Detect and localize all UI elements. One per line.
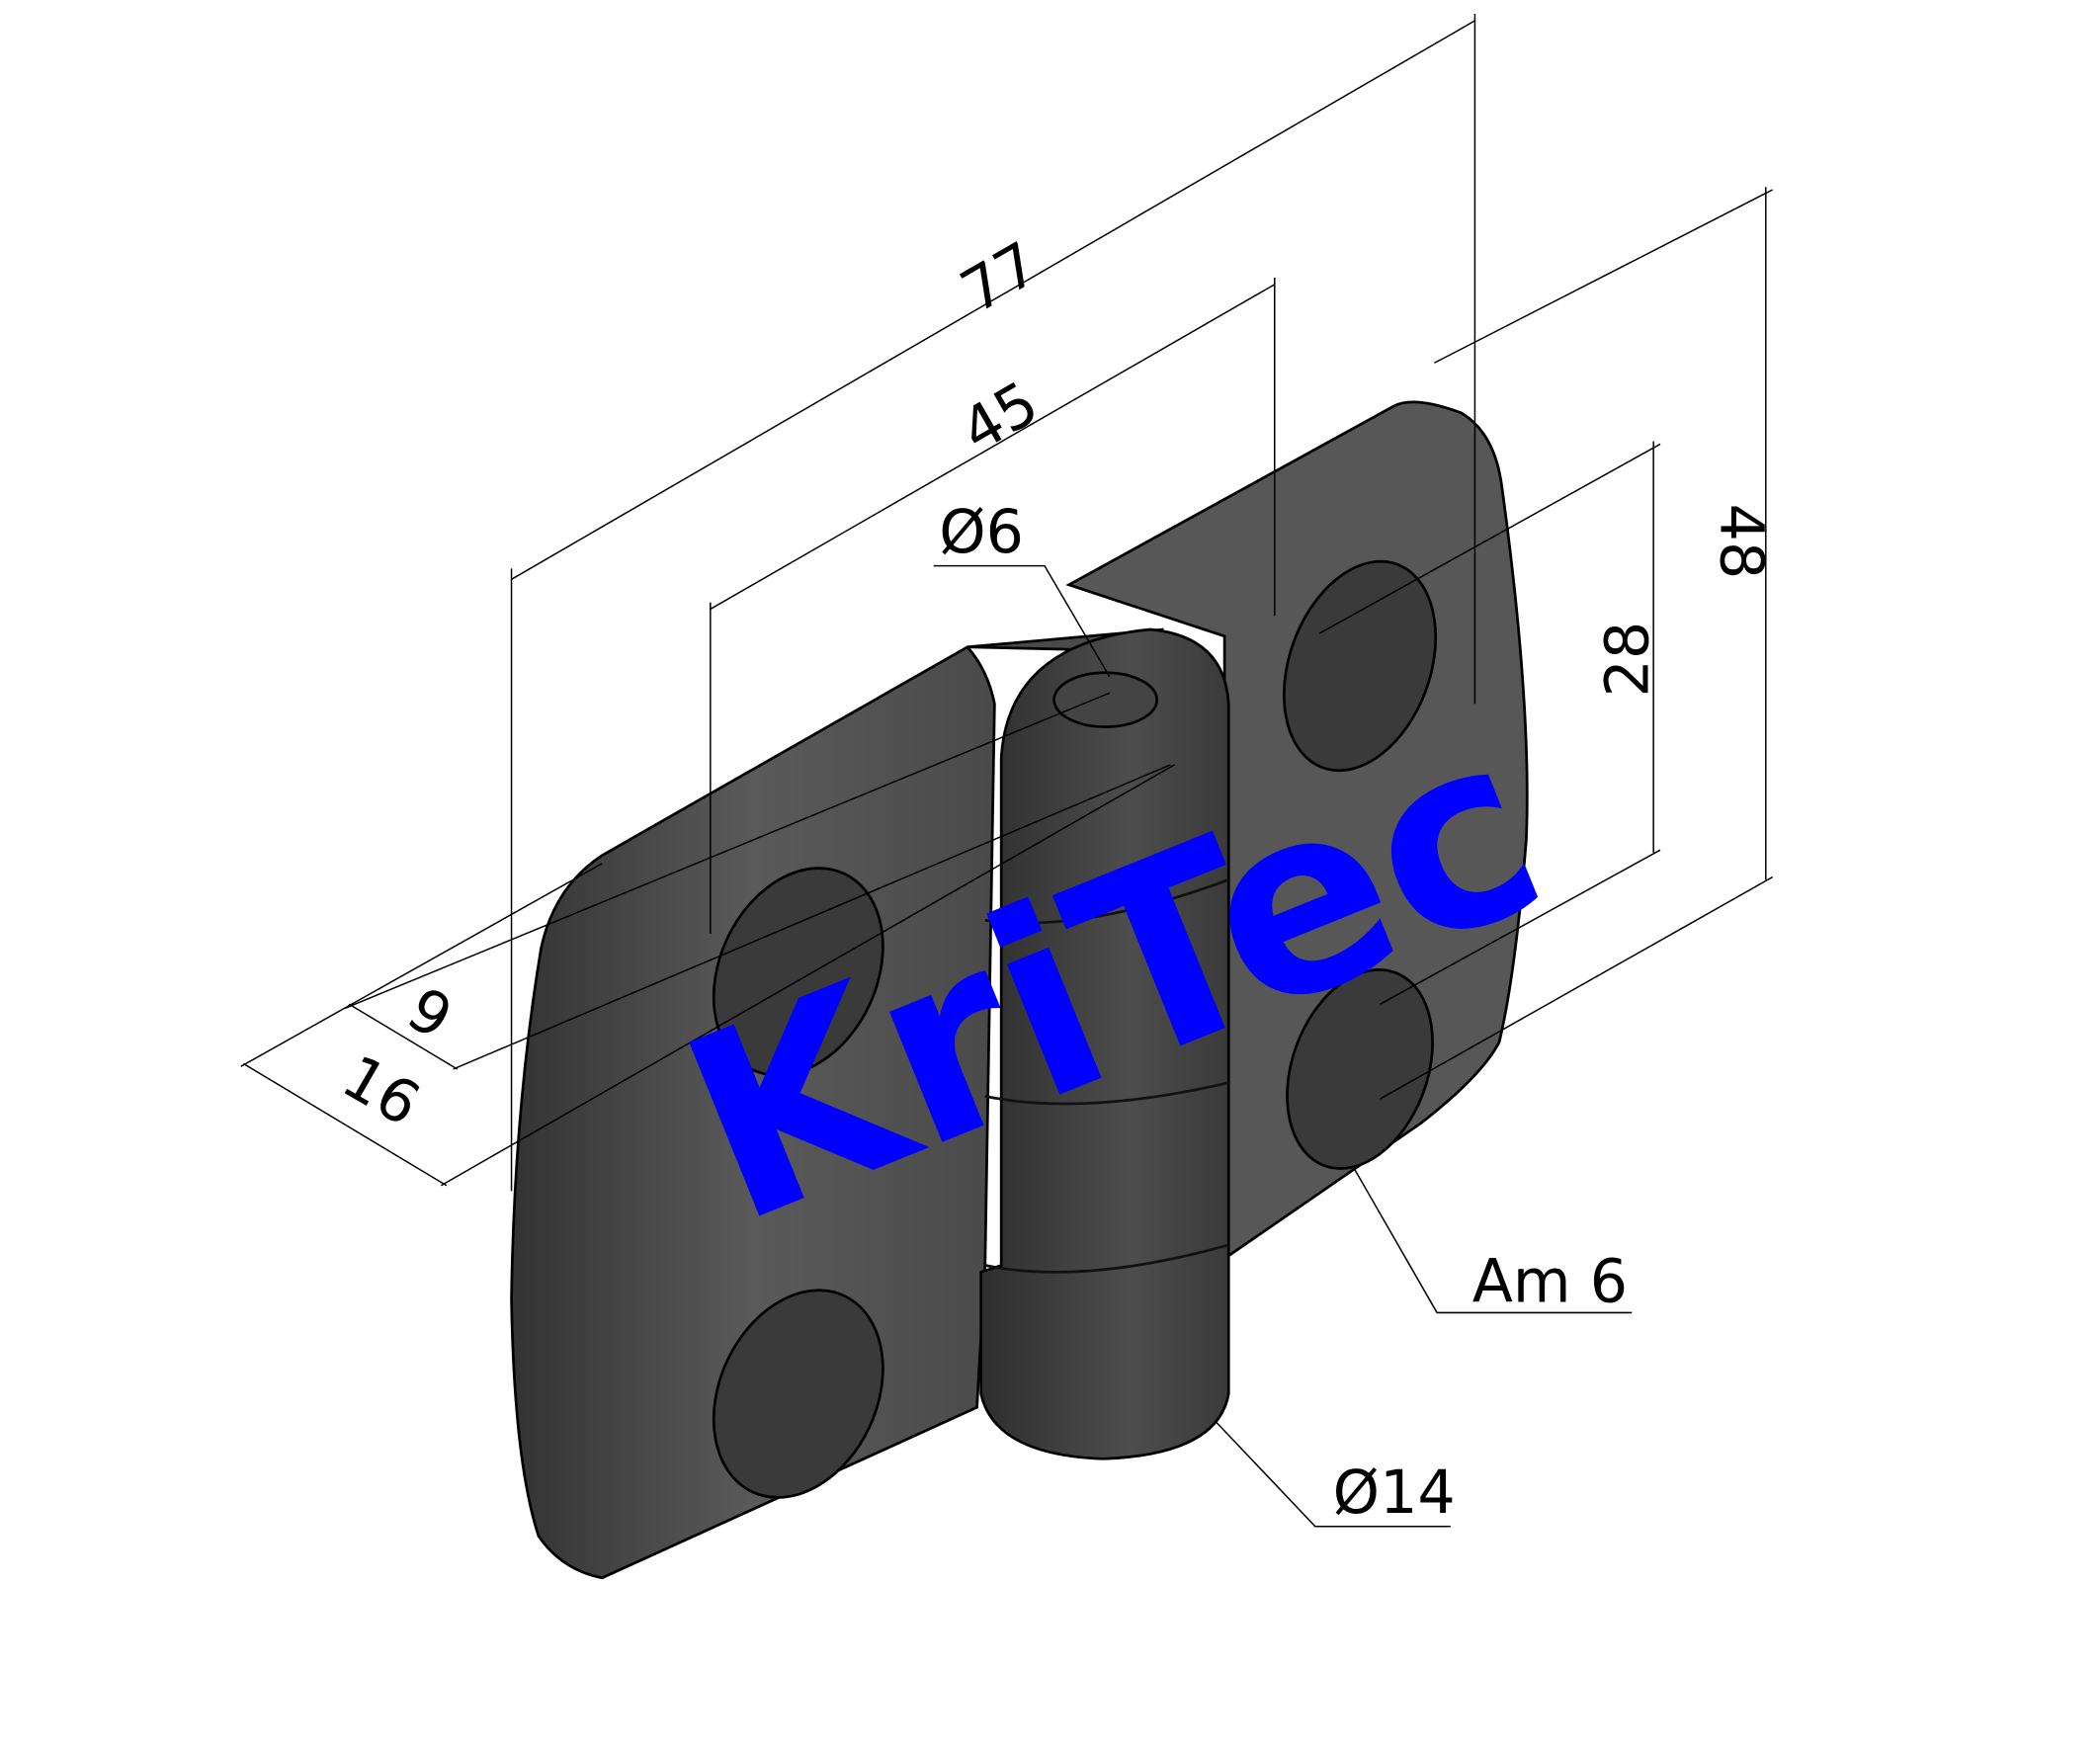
hole-front-bottom: [712, 1289, 884, 1499]
hole-rear-bottom: [1286, 968, 1434, 1170]
dim-45: 45: [950, 369, 1050, 466]
dim-77: 77: [950, 229, 1050, 327]
dim-28: 28: [1594, 622, 1663, 698]
dim-knuckle-diameter: Ø14: [1333, 1458, 1456, 1528]
dimension-lines: [240, 14, 1774, 1528]
hole-rear-top: [1282, 559, 1438, 773]
thread-label: Am 6: [1472, 1247, 1628, 1316]
dim-9: 9: [396, 974, 463, 1053]
dim-48: 48: [1707, 504, 1776, 580]
knuckle: [979, 627, 1230, 1460]
pin-head: [1052, 671, 1159, 728]
hole-front-top: [712, 867, 884, 1077]
dim-pin-diameter: Ø6: [939, 498, 1024, 567]
